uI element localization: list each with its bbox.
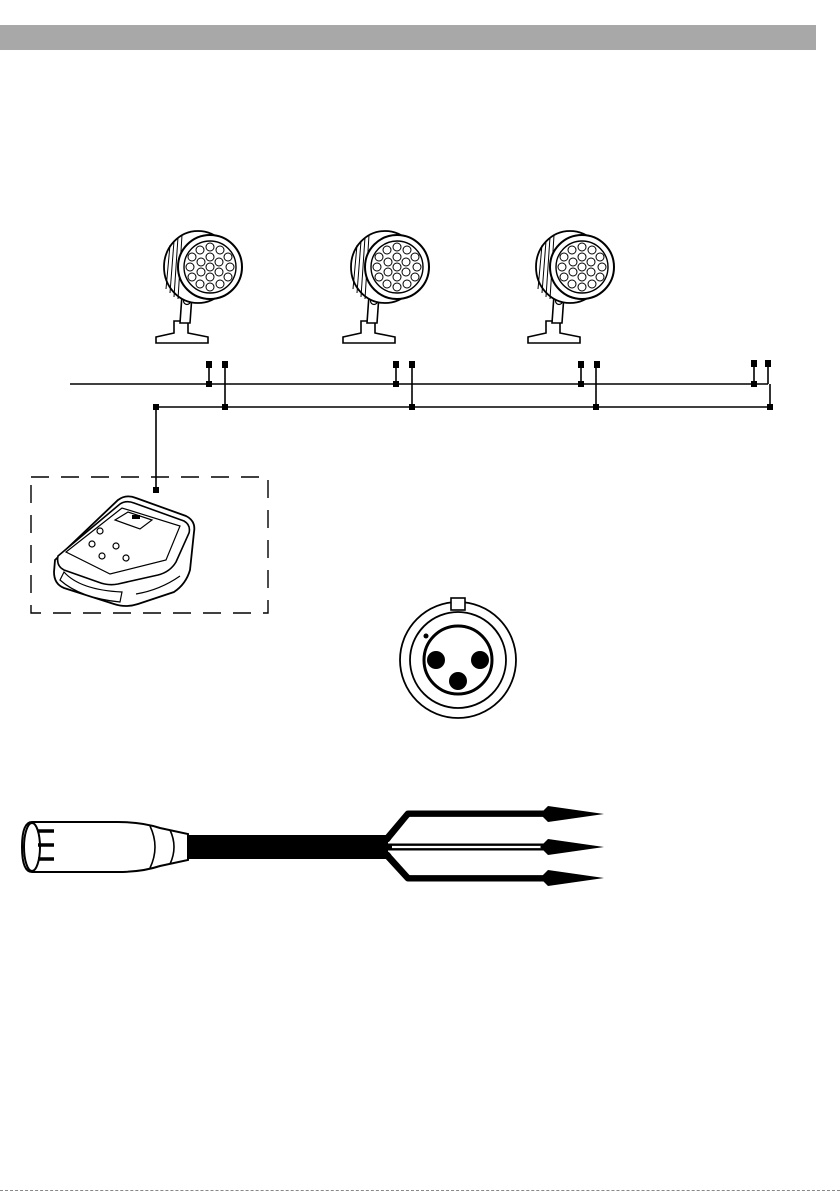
xlr-to-bare-wire-cable-icon xyxy=(22,806,604,886)
led-spotlight-icon xyxy=(528,231,614,368)
dmx-wiring xyxy=(70,364,770,490)
xlr-female-socket-icon xyxy=(400,598,516,718)
dmx-controller-icon xyxy=(54,496,194,606)
led-spotlight-icon xyxy=(156,231,242,368)
bottom-rule xyxy=(0,1190,840,1191)
led-spotlight-icon xyxy=(343,231,429,368)
wiring-nodes xyxy=(153,360,773,493)
